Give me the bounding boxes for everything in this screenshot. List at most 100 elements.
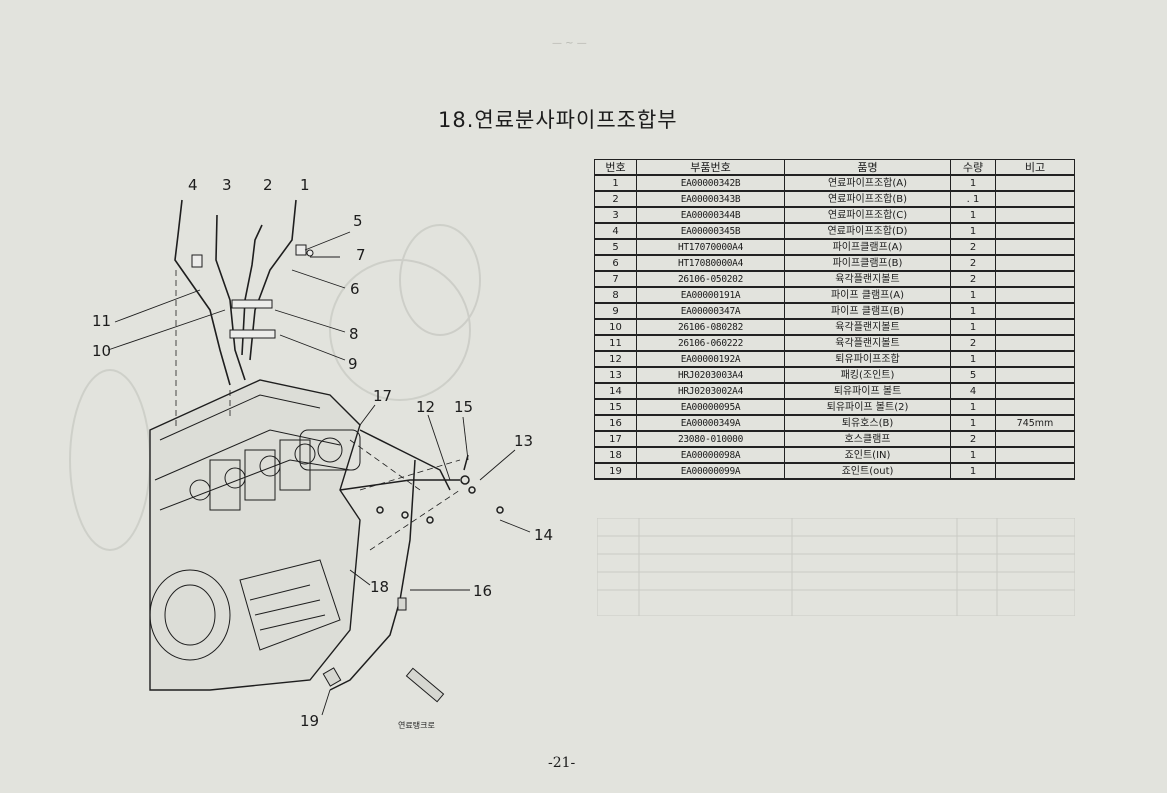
cell-part-no: HT17070000A4 xyxy=(636,238,785,256)
cell-no: 11 xyxy=(594,334,637,352)
cell-qty: 4 xyxy=(950,382,996,400)
cell-name: 파이프 클램프(B) xyxy=(784,302,951,320)
cell-no: 10 xyxy=(594,318,637,336)
cell-note xyxy=(995,302,1075,320)
cell-name: 파이프 클램프(A) xyxy=(784,286,951,304)
cell-name: 육각플랜지볼트 xyxy=(784,334,951,352)
cell-part-no: 26106-080282 xyxy=(636,318,785,336)
callout-2: 2 xyxy=(263,176,273,194)
cell-no: 6 xyxy=(594,254,637,272)
cell-no: 9 xyxy=(594,302,637,320)
cell-qty: 1 xyxy=(950,206,996,224)
cell-part-no: EA00000347A xyxy=(636,302,785,320)
cell-note xyxy=(995,270,1075,288)
callout-17: 17 xyxy=(373,387,393,405)
cell-qty: 1 xyxy=(950,222,996,240)
cell-qty: . 1 xyxy=(950,190,996,208)
fuel-tank-label: 연료탱크로 xyxy=(398,721,435,730)
callout-15: 15 xyxy=(454,398,474,416)
cell-qty: 1 xyxy=(950,318,996,336)
cell-part-no: EA00000191A xyxy=(636,286,785,304)
cell-qty: 2 xyxy=(950,270,996,288)
cell-name: 퇴유파이프조합 xyxy=(784,350,951,368)
cell-note: 745mm xyxy=(995,414,1075,432)
cell-no: 2 xyxy=(594,190,637,208)
cell-name: 퇴유파이프 볼트(2) xyxy=(784,398,951,416)
cell-no: 3 xyxy=(594,206,637,224)
cell-note xyxy=(995,446,1075,464)
cell-part-no: 23080-010000 xyxy=(636,430,785,448)
callout-19: 19 xyxy=(300,712,320,730)
cell-part-no: EA00000342B xyxy=(636,174,785,192)
cell-note xyxy=(995,318,1075,336)
cell-part-no: 26106-050202 xyxy=(636,270,785,288)
cell-name: 육각플랜지볼트 xyxy=(784,318,951,336)
cell-no: 19 xyxy=(594,462,637,480)
cell-name: 연료파이프조합(C) xyxy=(784,206,951,224)
cell-part-no: EA00000095A xyxy=(636,398,785,416)
callout-13: 13 xyxy=(514,432,534,450)
cell-qty: 1 xyxy=(950,350,996,368)
cell-qty: 1 xyxy=(950,398,996,416)
cell-part-no: EA00000099A xyxy=(636,462,785,480)
callout-10: 10 xyxy=(92,342,112,360)
cell-qty: 1 xyxy=(950,446,996,464)
top-page-mark: — ~ — xyxy=(552,38,587,49)
cell-note xyxy=(995,334,1075,352)
cell-note xyxy=(995,366,1075,384)
cell-no: 4 xyxy=(594,222,637,240)
callout-18: 18 xyxy=(370,578,390,596)
header-name: 품명 xyxy=(784,159,951,176)
cell-part-no: EA00000349A xyxy=(636,414,785,432)
header-note: 비고 xyxy=(995,159,1075,176)
cell-qty: 2 xyxy=(950,238,996,256)
cell-note xyxy=(995,430,1075,448)
cell-note xyxy=(995,462,1075,480)
cell-no: 7 xyxy=(594,270,637,288)
cell-name: 파이프클램프(A) xyxy=(784,238,951,256)
cell-qty: 1 xyxy=(950,174,996,192)
callout-5: 5 xyxy=(353,212,363,230)
page-number: -21- xyxy=(548,755,576,771)
engine-illustration xyxy=(69,199,531,716)
cell-qty: 5 xyxy=(950,366,996,384)
cell-name: 연료파이프조합(B) xyxy=(784,190,951,208)
cell-note xyxy=(995,190,1075,208)
exploded-diagram: 4 3 2 1 5 7 6 11 8 10 9 17 12 15 13 14 1… xyxy=(60,160,580,750)
cell-part-no: HT17080000A4 xyxy=(636,254,785,272)
cell-name: 파이프클램프(B) xyxy=(784,254,951,272)
cell-part-no: EA00000343B xyxy=(636,190,785,208)
cell-note xyxy=(995,206,1075,224)
cell-name: 퇴유호스(B) xyxy=(784,414,951,432)
cell-qty: 1 xyxy=(950,302,996,320)
header-qty: 수량 xyxy=(950,159,996,176)
header-part-no: 부품번호 xyxy=(636,159,785,176)
callout-3: 3 xyxy=(222,176,232,194)
cell-qty: 1 xyxy=(950,286,996,304)
cell-no: 13 xyxy=(594,366,637,384)
cell-no: 14 xyxy=(594,382,637,400)
cell-note xyxy=(995,174,1075,192)
cell-no: 8 xyxy=(594,286,637,304)
callout-11: 11 xyxy=(92,312,112,330)
cell-part-no: EA00000192A xyxy=(636,350,785,368)
cell-part-no: EA00000345B xyxy=(636,222,785,240)
